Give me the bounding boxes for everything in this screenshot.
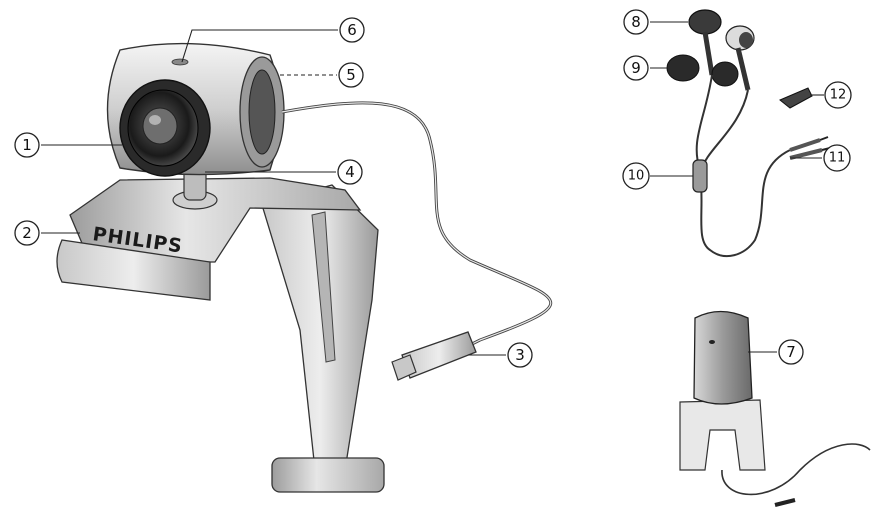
stand-slot	[311, 211, 336, 363]
earbud-left-stem	[702, 31, 715, 76]
callout-number: 4	[345, 163, 355, 181]
callout-11: 11	[823, 144, 851, 172]
callout-number: 12	[830, 88, 847, 103]
callout-number: 10	[628, 169, 645, 184]
mic-plug	[774, 498, 796, 507]
ear-cushion-right	[711, 61, 739, 87]
mic-cable	[721, 443, 871, 496]
callout-number: 3	[515, 346, 525, 364]
lens-highlight	[149, 115, 161, 125]
clamp-front	[56, 239, 211, 301]
camera-rear-inner	[248, 69, 276, 155]
callout-10: 10	[622, 162, 650, 190]
earbud-right-face	[739, 32, 753, 48]
callout-number: 7	[786, 343, 796, 361]
callout-number: 8	[631, 13, 641, 31]
callout-number: 6	[347, 21, 357, 39]
inline-control	[692, 159, 708, 193]
callout-number: 9	[631, 59, 641, 77]
usb-plug-tip	[391, 354, 417, 381]
callout-number: 11	[829, 151, 846, 166]
callout-3: 3	[507, 342, 533, 368]
callout-4: 4	[337, 159, 363, 185]
callout-5: 5	[338, 62, 364, 88]
cable-clip	[779, 87, 813, 109]
callout-number: 1	[22, 136, 32, 154]
callout-7: 7	[778, 339, 804, 365]
leader-6	[181, 29, 338, 63]
microphone-illustration	[679, 310, 871, 507]
leader-lines	[41, 21, 824, 356]
usb-cable	[281, 101, 553, 381]
callout-6: 6	[339, 17, 365, 43]
stand-foot	[271, 457, 385, 493]
callout-2: 2	[14, 220, 40, 246]
ear-cushion-left	[666, 54, 700, 82]
earphones-illustration	[666, 9, 831, 258]
callout-1: 1	[14, 132, 40, 158]
earphone-cable	[695, 74, 791, 258]
callout-8: 8	[623, 9, 649, 35]
callouts: 1 2 3 4 5 6 7 8	[14, 9, 852, 368]
mic-dot	[709, 340, 715, 344]
earbud-left	[688, 9, 722, 35]
callout-number: 2	[22, 224, 32, 242]
callout-12: 12	[824, 81, 852, 109]
lens-glass	[142, 107, 178, 145]
webcam-illustration: PHILIPS	[56, 42, 385, 493]
mic-body	[693, 310, 753, 405]
audio-jacks	[789, 138, 823, 160]
callout-9: 9	[623, 55, 649, 81]
mic-holder	[679, 399, 766, 471]
callout-number: 5	[346, 66, 356, 84]
top-indicator	[171, 58, 189, 66]
usb-cord-inner	[281, 102, 552, 346]
earbud-right-stem	[735, 47, 751, 91]
